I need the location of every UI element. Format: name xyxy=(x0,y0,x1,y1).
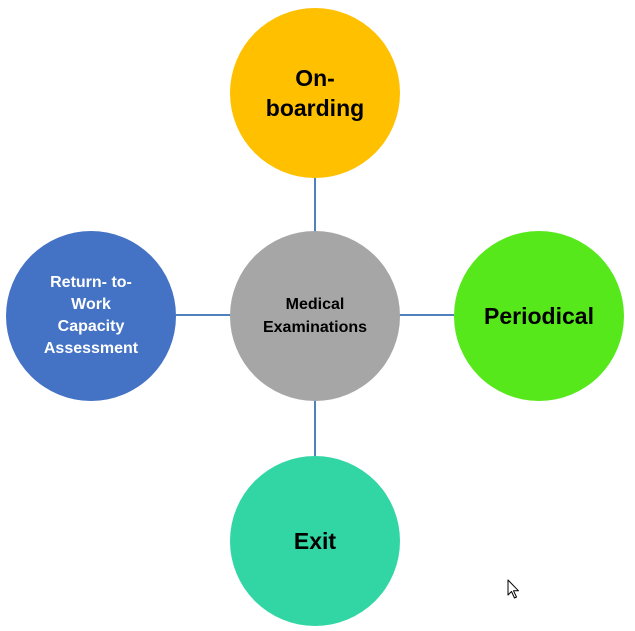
connector-right xyxy=(398,314,454,316)
connector-left xyxy=(176,314,232,316)
node-medical-examinations-label: Medical Examinations xyxy=(262,296,368,336)
node-medical-examinations: Medical Examinations xyxy=(230,231,400,401)
node-exit: Exit xyxy=(230,456,400,626)
connector-bottom xyxy=(314,398,316,456)
mouse-pointer-icon xyxy=(507,579,519,599)
node-periodical-label: Periodical xyxy=(484,303,594,329)
node-exit-label: Exit xyxy=(293,528,337,554)
node-return-to-work: Return- to- Work Capacity Assessment xyxy=(6,231,176,401)
node-onboarding: On- boarding xyxy=(230,8,400,178)
connector-top xyxy=(314,176,316,232)
node-return-to-work-label: Return- to- Work Capacity Assessment xyxy=(43,274,139,357)
node-onboarding-label: On- boarding xyxy=(265,65,365,121)
node-periodical: Periodical xyxy=(454,231,624,401)
